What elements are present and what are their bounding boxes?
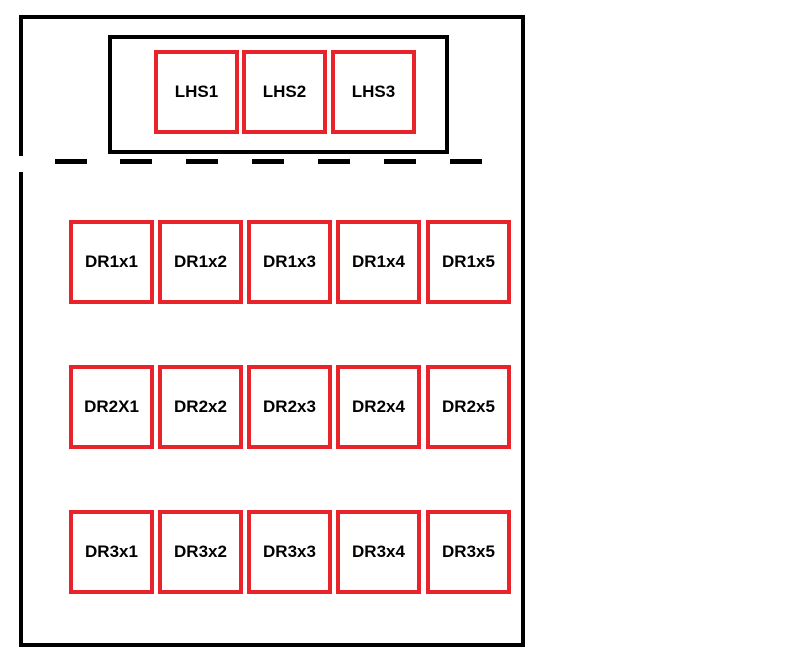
dr-box-r3-c5: DR3x5 — [426, 510, 511, 594]
dr-box-r1-c1: DR1x1 — [69, 220, 154, 304]
dr-box-r1-c4: DR1x4 — [336, 220, 421, 304]
dashed-divider-segment — [186, 159, 218, 164]
lhs-label: LHS1 — [174, 82, 219, 101]
dashed-divider-segment — [120, 159, 152, 164]
dr-box-r1-c3: DR1x3 — [247, 220, 332, 304]
dr-label: DR2x5 — [442, 397, 495, 416]
dr-label: DR2x3 — [263, 397, 316, 416]
dr-box-r2-c1: DR2X1 — [69, 365, 154, 449]
lhs-box-3: LHS3 — [331, 50, 416, 134]
dr-box-r1-c2: DR1x2 — [158, 220, 243, 304]
dr-label: DR1x3 — [263, 252, 316, 271]
outer-frame-gap — [17, 156, 25, 172]
dashed-divider-segment — [55, 159, 87, 164]
dr-box-r3-c2: DR3x2 — [158, 510, 243, 594]
outer-frame — [19, 15, 525, 647]
dr-box-r1-c5: DR1x5 — [426, 220, 511, 304]
dr-label: DR2x2 — [174, 397, 227, 416]
dr-label: DR1x4 — [352, 252, 405, 271]
dr-label: DR1x5 — [442, 252, 495, 271]
lhs-box-1: LHS1 — [154, 50, 239, 134]
dr-box-r3-c4: DR3x4 — [336, 510, 421, 594]
dashed-divider-segment — [252, 159, 284, 164]
dr-box-r3-c3: DR3x3 — [247, 510, 332, 594]
dr-label: DR3x3 — [263, 542, 316, 561]
lhs-label: LHS3 — [351, 82, 396, 101]
dr-label: DR2X1 — [84, 397, 139, 416]
dr-label: DR3x1 — [85, 542, 138, 561]
dr-box-r2-c3: DR2x3 — [247, 365, 332, 449]
dashed-divider-segment — [450, 159, 482, 164]
lhs-label: LHS2 — [262, 82, 307, 101]
lhs-box-2: LHS2 — [242, 50, 327, 134]
dr-label: DR1x2 — [174, 252, 227, 271]
dr-box-r2-c4: DR2x4 — [336, 365, 421, 449]
dr-box-r2-c5: DR2x5 — [426, 365, 511, 449]
dr-label: DR2x4 — [352, 397, 405, 416]
dashed-divider-segment — [384, 159, 416, 164]
dr-label: DR3x4 — [352, 542, 405, 561]
dr-label: DR3x5 — [442, 542, 495, 561]
dr-label: DR3x2 — [174, 542, 227, 561]
dr-label: DR1x1 — [85, 252, 138, 271]
dashed-divider-segment — [318, 159, 350, 164]
dr-box-r2-c2: DR2x2 — [158, 365, 243, 449]
lhs-group-frame — [108, 35, 449, 154]
dr-box-r3-c1: DR3x1 — [69, 510, 154, 594]
